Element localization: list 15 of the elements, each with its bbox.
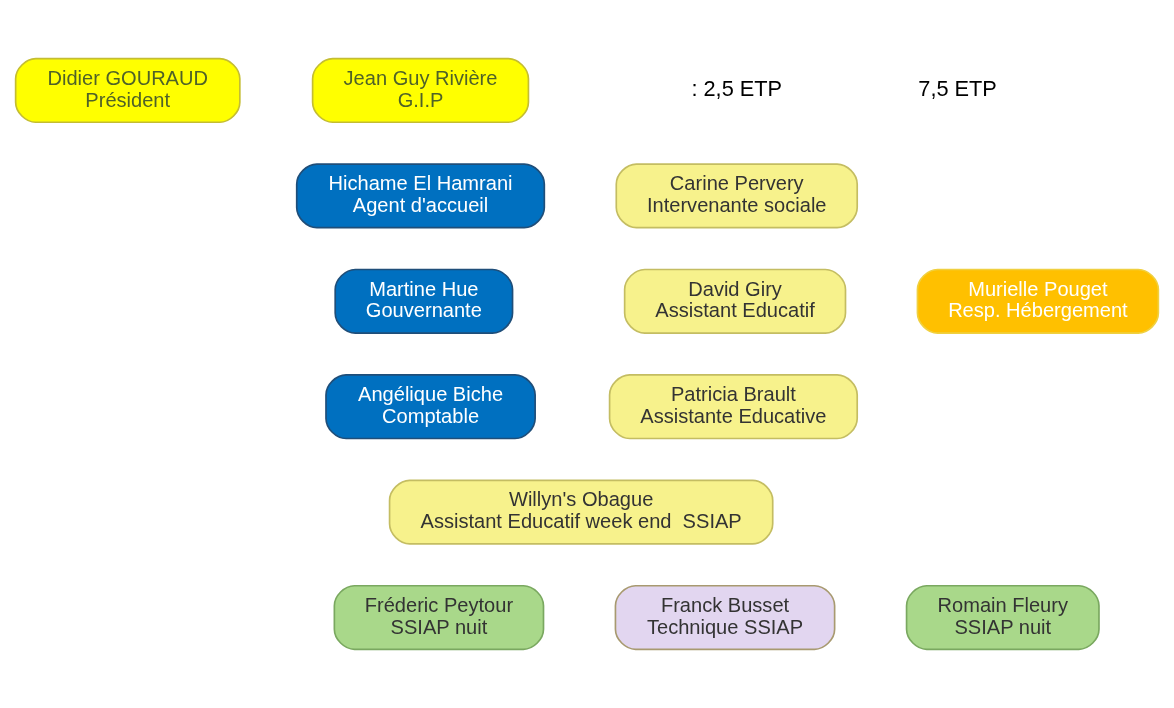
node-box: Willyn's Obague Assistant Educatif week end SSIAP — [388, 479, 774, 545]
node-box: David Giry Assistant Educatif — [623, 268, 847, 334]
node-box: Martine Hue Gouvernante — [334, 268, 514, 334]
node-box: Angélique Biche Comptable — [325, 374, 536, 440]
label: 7,5 ETP — [918, 76, 997, 102]
node-box: Romain Fleury SSIAP nuit — [905, 584, 1100, 651]
node-box: Murielle Pouget Resp. Hébergement — [916, 268, 1160, 334]
node-box: Carine Pervery Intervenante sociale — [615, 163, 859, 229]
node-box: Didier GOURAUD Président — [14, 57, 241, 124]
node-box: Patricia Brault Assistante Educative — [608, 374, 859, 440]
node-box: Jean Guy Rivière G.I.P — [311, 57, 530, 124]
label: : 2,5 ETP — [691, 76, 783, 102]
node-box: Hichame El Hamrani Agent d'accueil — [295, 163, 546, 229]
node-box: Franck Busset Technique SSIAP — [614, 584, 836, 651]
node-box: Fréderic Peytour SSIAP nuit — [333, 584, 545, 651]
